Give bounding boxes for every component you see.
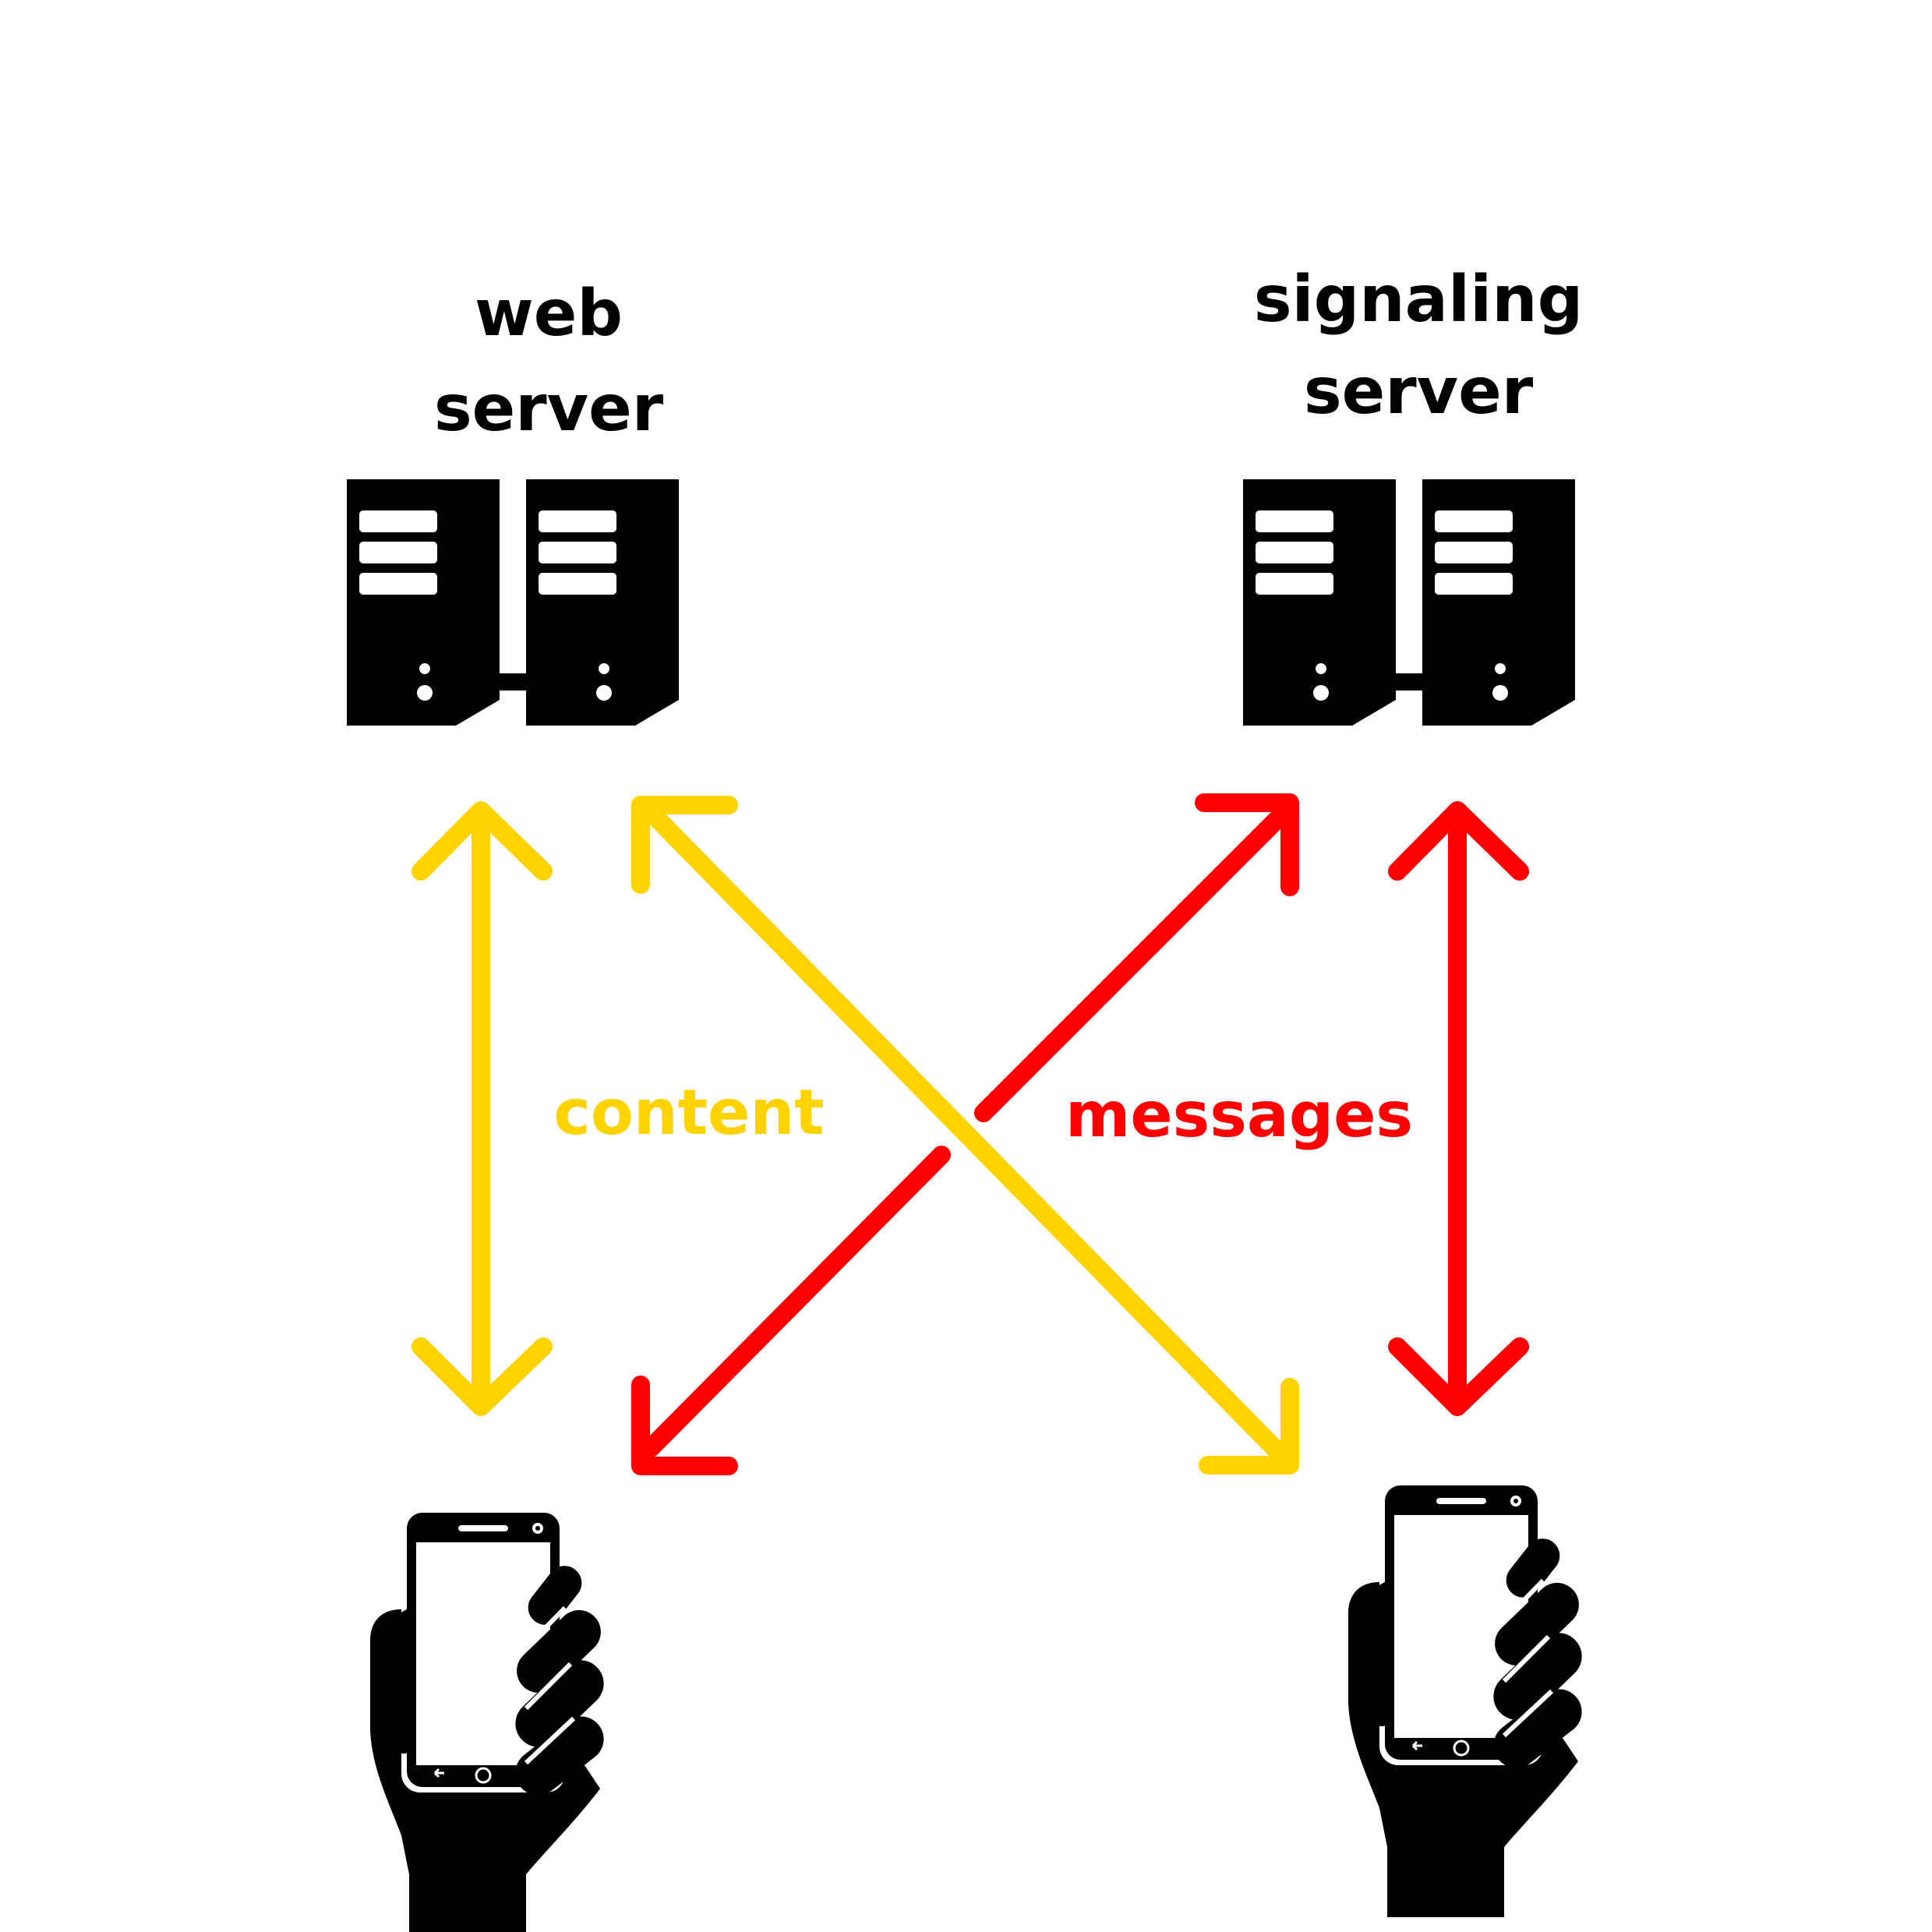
signaling-server-label-line1: signaling: [1254, 263, 1584, 337]
signaling-server-icon: [1243, 479, 1575, 726]
content-label: content: [553, 1076, 824, 1149]
messages-label: messages: [1065, 1079, 1413, 1151]
web-server-label-line2: server: [434, 372, 664, 446]
right-phone-hand-icon: [1348, 1481, 1591, 1917]
web-server-label-line1: web: [475, 277, 623, 351]
content-arrow-vertical: [411, 801, 553, 1416]
messages-arrow-diagonal: [631, 793, 1299, 1475]
web-server-icon: [347, 479, 679, 726]
left-phone-hand-icon: [370, 1508, 613, 1932]
signaling-server-label-line2: server: [1304, 355, 1534, 429]
messages-arrow-vertical: [1388, 801, 1529, 1416]
content-arrow-diagonal: [631, 796, 1299, 1475]
